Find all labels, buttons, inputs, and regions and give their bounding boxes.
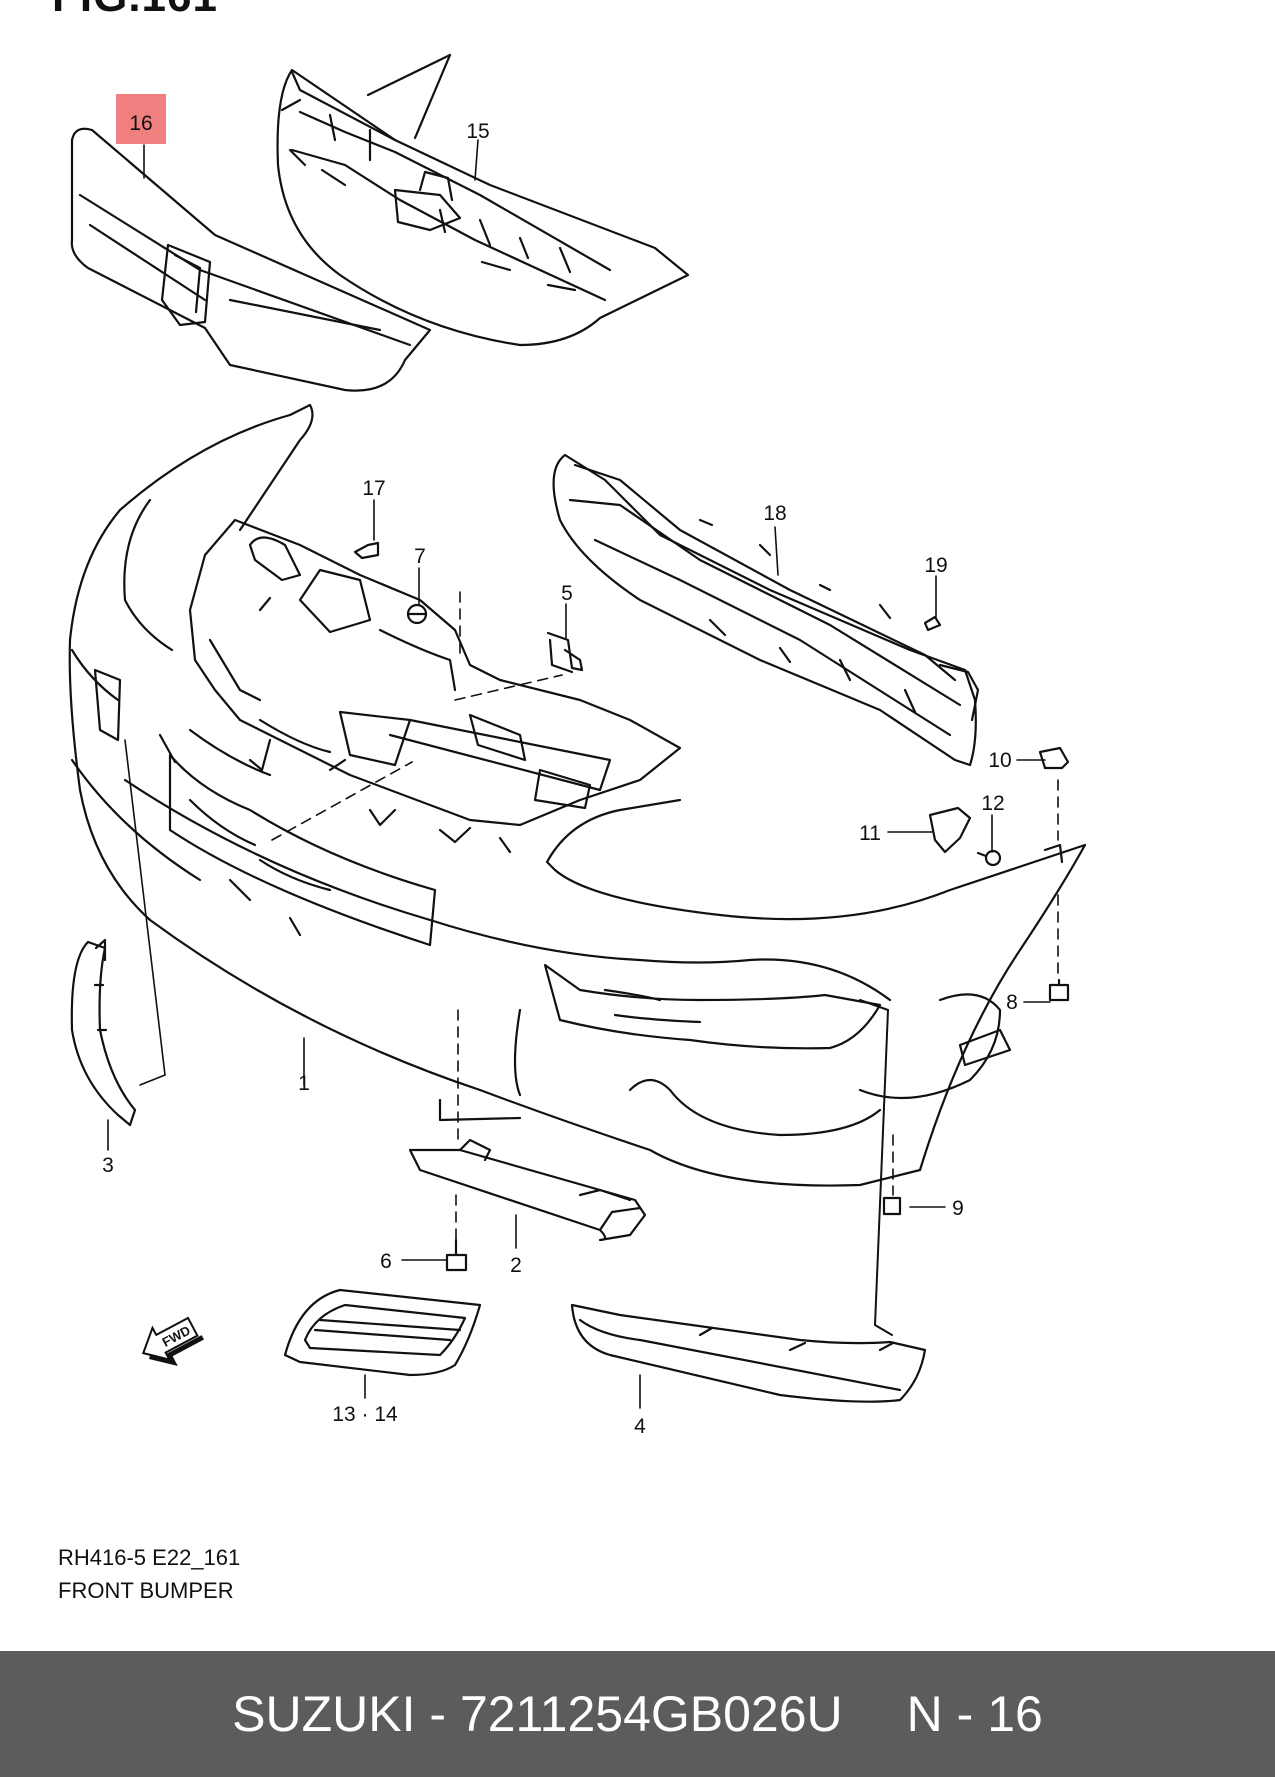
fwd-arrow-icon: FWD [141, 1316, 205, 1366]
part-13-14-fog-cover [283, 1288, 482, 1377]
part-1-bumper-cover [68, 403, 1087, 1187]
part-16-highlight [116, 94, 166, 144]
callout-13-14: 13 · 14 [332, 1403, 398, 1426]
footer-page: N - 16 [906, 1686, 1043, 1742]
callout-1: 1 [298, 1072, 310, 1095]
footer-bar: SUZUKI - 7211254GB026U N - 16 [0, 1651, 1275, 1777]
leader-lines [107, 139, 1051, 1409]
callout-6: 6 [380, 1250, 392, 1273]
bumper-inner-structure [158, 518, 682, 937]
callout-17: 17 [362, 477, 385, 500]
callout-16: 16 [129, 112, 152, 135]
callout-19: 19 [924, 554, 947, 577]
parts-diagram: 16 15 17 7 5 18 19 10 12 11 8 1 9 3 6 2 … [68, 53, 1087, 1438]
assembly-lines [271, 591, 1059, 1241]
callouts: 16 15 17 7 5 18 19 10 12 11 8 1 9 3 6 2 … [102, 112, 1018, 1438]
callout-9: 9 [952, 1197, 964, 1220]
fasteners [353, 541, 1070, 1272]
reference-name: FRONT BUMPER [58, 1578, 234, 1603]
footer-brand-part: SUZUKI - 7211254GB026U [232, 1686, 843, 1742]
part-3-side-bracket-left [70, 938, 137, 1127]
part-16-grille-garnish [70, 127, 432, 392]
figure-title: FIG.161 [52, 0, 218, 22]
callout-4: 4 [634, 1415, 646, 1438]
part-4-lower-molding [570, 1303, 927, 1403]
callout-10: 10 [988, 749, 1011, 772]
reference-code: RH416-5 E22_161 [58, 1545, 241, 1570]
callout-2: 2 [510, 1254, 522, 1277]
callout-12: 12 [981, 792, 1004, 815]
callout-18: 18 [763, 502, 786, 525]
part-2-lower-bracket [408, 1138, 647, 1242]
part-15-grille [276, 53, 690, 347]
callout-7: 7 [414, 545, 426, 568]
callout-8: 8 [1006, 991, 1018, 1014]
callout-3: 3 [102, 1154, 114, 1177]
part-18-lower-grille [552, 453, 980, 767]
callout-5: 5 [561, 582, 573, 605]
callout-11: 11 [859, 822, 881, 845]
connector-lines [859, 999, 893, 1336]
callout-15: 15 [466, 120, 489, 143]
